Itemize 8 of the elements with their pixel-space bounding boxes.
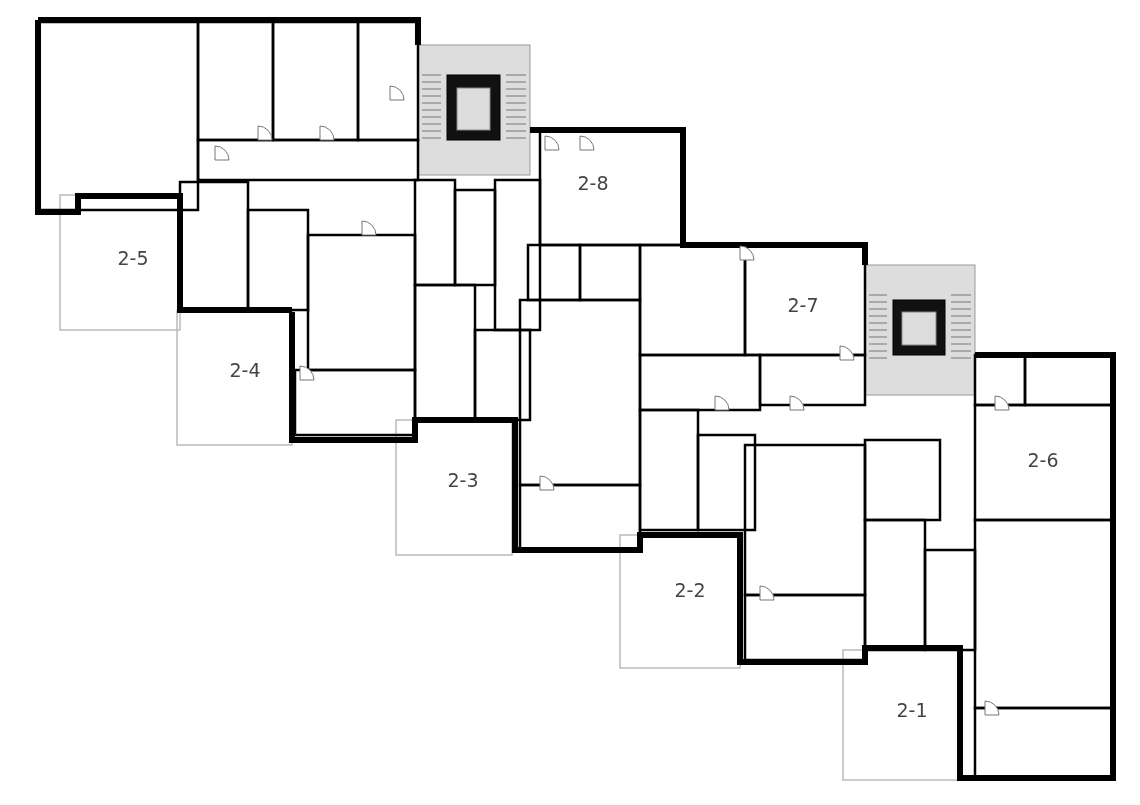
unit-number: 2-1: [896, 699, 928, 721]
unit-number: 2-2: [674, 579, 706, 601]
unit-number: 2-6: [1027, 449, 1059, 471]
unit-number: 2-5: [117, 247, 149, 269]
unit-number: 2-7: [787, 294, 819, 316]
unit-number: 2-3: [447, 469, 479, 491]
unit-number: 2-8: [577, 172, 609, 194]
unit-number: 2-4: [229, 359, 261, 381]
